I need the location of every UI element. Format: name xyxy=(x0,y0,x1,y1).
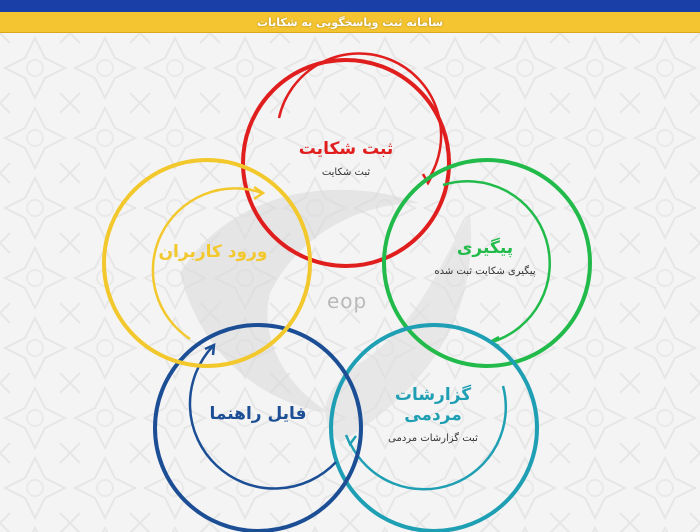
node-tracking-title: پیگیری xyxy=(456,238,514,258)
node-complaint-subtitle: ثبت شکایت xyxy=(321,167,371,178)
cycle-diagram xyxy=(102,52,592,532)
background-pattern xyxy=(0,33,700,532)
node-tracking[interactable]: پیگیری پیگیری شکایت ثبت شده xyxy=(405,238,565,277)
watermark-logo xyxy=(180,189,472,443)
circle-reports xyxy=(329,323,539,532)
page-title-bar: سامانه ثبت وپاسخگویی به شکایات xyxy=(0,12,700,33)
node-complaint-title: ثبت شکایت xyxy=(298,139,394,159)
main-canvas: eop ثبت شکایت ثبت شکایت پیگیری پیگیری شک… xyxy=(0,33,700,532)
node-complaint[interactable]: ثبت شکایت ثبت شکایت xyxy=(276,139,416,178)
node-reports[interactable]: گزارشات مردمی ثبت گزارشات مردمی xyxy=(368,385,498,444)
node-login-title: ورود کاربران xyxy=(158,242,268,262)
circle-complaint xyxy=(241,52,451,268)
node-reports-subtitle: ثبت گزارشات مردمی xyxy=(388,433,478,444)
node-guide-title: فایل راهنما xyxy=(209,404,307,424)
node-login[interactable]: ورود کاربران xyxy=(143,242,283,262)
node-reports-title: گزارشات مردمی xyxy=(394,385,472,425)
eop-logo: eop xyxy=(327,289,368,313)
circle-guide xyxy=(153,323,363,532)
node-guide[interactable]: فایل راهنما xyxy=(188,404,328,424)
node-tracking-subtitle: پیگیری شکایت ثبت شده xyxy=(434,266,536,277)
top-accent-bar xyxy=(0,0,700,12)
page-title: سامانه ثبت وپاسخگویی به شکایات xyxy=(256,15,444,29)
circle-login xyxy=(102,158,312,368)
